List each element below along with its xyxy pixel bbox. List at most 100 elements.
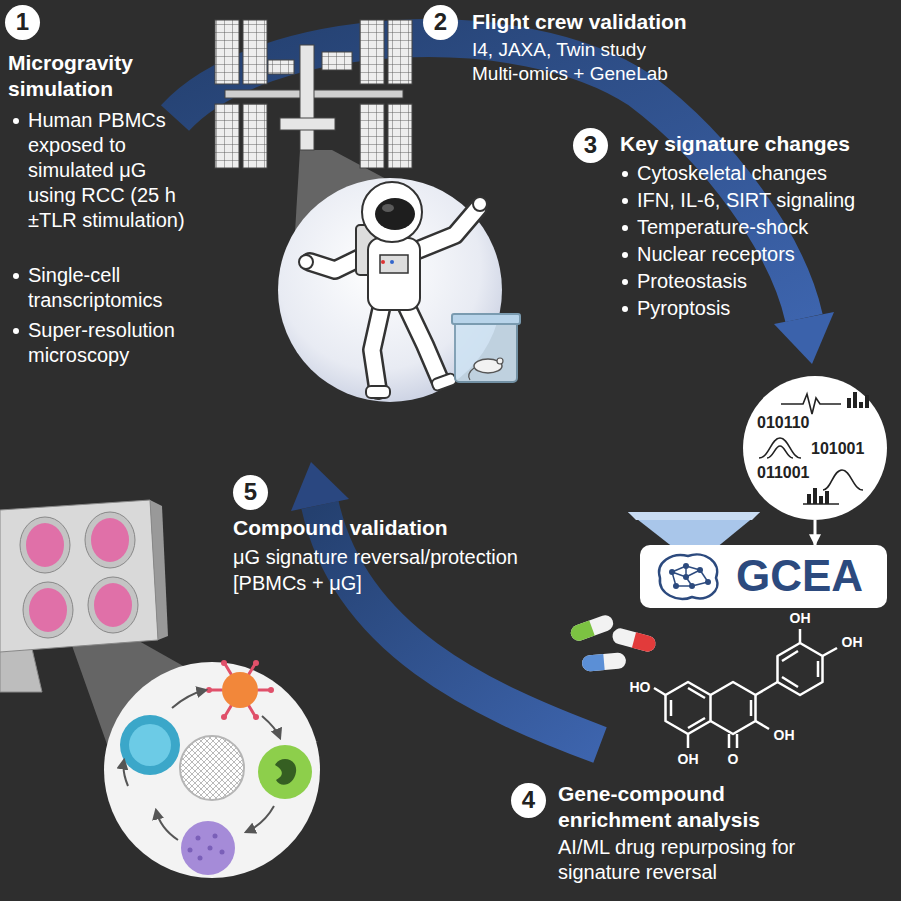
binary-digits: 101001: [811, 440, 864, 458]
astronaut-scene: [406, 305, 440, 380]
quercetin-molecule: [711, 682, 756, 734]
rotating-cell-culture-device: [91, 518, 129, 562]
cell-population: [221, 714, 227, 720]
space-station: [268, 60, 294, 74]
data-icon: [781, 394, 841, 414]
astronaut-scene: [362, 182, 422, 242]
bullet-text: Proteostasis: [637, 269, 895, 294]
astronaut-scene: [382, 204, 394, 212]
astronaut-scene: [497, 358, 503, 364]
atom-label: OH: [774, 727, 795, 745]
space-station: [360, 104, 384, 168]
body-text: μG signature reversal/protection: [233, 545, 573, 570]
rotating-cell-culture-device: [85, 512, 135, 568]
atom-label: OH: [678, 751, 699, 769]
bullet-marker: [622, 306, 628, 312]
cell-population: [253, 714, 259, 720]
brain-icon: [689, 583, 695, 589]
astronaut-scene: [372, 305, 382, 390]
brain-icon: [659, 554, 717, 598]
astronaut-scene: [390, 260, 394, 264]
binary-digits: 011001: [757, 464, 810, 482]
step-number: 4: [522, 787, 535, 813]
bullet-text: IFN, IL-6, SIRT signaling: [637, 188, 895, 213]
space-station: [243, 20, 267, 84]
quercetin-molecule: [799, 629, 802, 643]
step-number-badge: 3: [573, 128, 608, 163]
bullet-marker: [622, 279, 628, 285]
quercetin-molecule: [654, 629, 837, 748]
rotating-cell-culture-device: [26, 523, 64, 567]
step-number: 1: [16, 9, 29, 35]
data-icon: [807, 494, 811, 504]
cell-population: [104, 662, 320, 878]
space-station: [300, 45, 314, 150]
data-icon: [859, 402, 863, 408]
bullet-marker: [622, 171, 628, 177]
space-station: [360, 20, 384, 84]
cell-population: [208, 846, 213, 851]
bullet-text: Temperature-shock: [637, 215, 895, 240]
data-icon: [813, 488, 817, 504]
step-number-badge: 1: [5, 5, 40, 40]
body-text: I4, JAXA, Twin study: [472, 38, 772, 62]
quercetin-molecule: [782, 651, 818, 687]
cycle-arrow: [291, 462, 349, 511]
cell-population: [258, 745, 312, 799]
brain-icon: [669, 569, 675, 575]
rotating-cell-culture-device: [0, 500, 168, 692]
cell-population: [262, 716, 280, 738]
cell-population: [206, 660, 274, 720]
section-heading: Flight crew validation: [472, 9, 772, 35]
data-icon: [759, 438, 801, 458]
space-station: [388, 20, 412, 84]
quercetin-molecule: [729, 734, 737, 748]
cell-population: [198, 856, 203, 861]
binary-digits: 010110: [757, 414, 810, 432]
data-icon: [865, 395, 869, 408]
pills: [581, 654, 604, 672]
data-icon: [853, 392, 857, 408]
cell-population: [124, 690, 281, 840]
data-icon: [847, 398, 851, 408]
section-heading: Microgravity simulation: [8, 50, 198, 103]
quercetin-molecule: [756, 682, 778, 695]
space-station: [280, 118, 335, 130]
flow-arrow: [814, 520, 817, 545]
pills: [632, 632, 657, 653]
brain-icon: [683, 563, 689, 569]
data-circle: 010110101001011001: [743, 376, 887, 520]
astronaut-scene: [381, 260, 385, 264]
analysis-box: GCEA: [640, 545, 887, 608]
astronaut-scene: [452, 314, 520, 324]
cell-population: [246, 806, 274, 832]
step-number: 2: [434, 9, 447, 35]
atom-label: O: [728, 751, 739, 769]
quercetin-molecule: [687, 734, 690, 748]
box-title: GCEA: [736, 552, 863, 600]
funnel: [628, 512, 760, 548]
body-text: [PBMCs + μG]: [233, 571, 573, 596]
bullet-marker: [622, 225, 628, 231]
cycle-arrow: [320, 505, 600, 745]
cell-population: [172, 690, 206, 708]
cell-population: [220, 850, 225, 855]
quercetin-molecule: [654, 688, 666, 695]
section-heading: Key signature changes: [620, 131, 898, 157]
cell-population: [181, 821, 235, 875]
funnel: [628, 512, 760, 548]
rotating-cell-culture-device: [88, 577, 138, 633]
astronaut-scene: [418, 208, 478, 250]
cell-population: [210, 664, 270, 716]
brain-icon: [652, 548, 726, 604]
space-station: [243, 104, 267, 168]
quercetin-molecule: [750, 700, 753, 716]
cell-population: [196, 836, 201, 841]
quercetin-molecule: [823, 648, 838, 656]
pills: [569, 613, 658, 672]
atom-label: OH: [842, 634, 863, 652]
funnel: [628, 512, 760, 520]
rotating-cell-culture-device: [0, 500, 158, 652]
astronaut-scene: [469, 368, 474, 380]
pills: [611, 627, 658, 654]
